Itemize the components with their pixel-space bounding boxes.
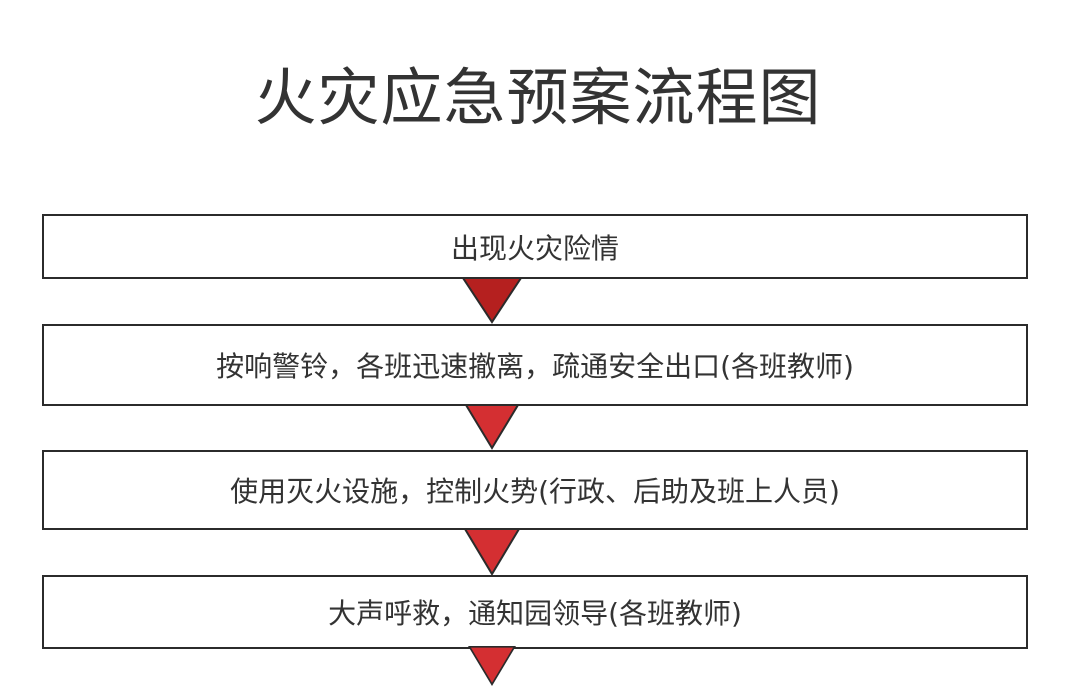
diagram-title: 火灾应急预案流程图	[254, 61, 822, 134]
down-arrow-icon-4	[468, 646, 516, 686]
step-box-1: 出现火灾险情	[42, 214, 1028, 279]
step-label-2: 按响警铃，各班迅速撤离，疏通安全出口(各班教师)	[216, 350, 854, 383]
down-arrow-icon-3	[463, 528, 521, 576]
down-arrow-icon-2	[464, 404, 520, 450]
step-box-2: 按响警铃，各班迅速撤离，疏通安全出口(各班教师)	[42, 324, 1028, 406]
step-box-4: 大声呼救，通知园领导(各班教师)	[42, 575, 1028, 649]
step-label-4: 大声呼救，通知园领导(各班教师)	[328, 597, 742, 630]
down-arrow-icon-1	[461, 277, 523, 324]
step-label-1: 出现火灾险情	[450, 231, 619, 265]
step-label-3: 使用灭火设施，控制火势(行政、后助及班上人员)	[230, 475, 840, 508]
step-box-3: 使用灭火设施，控制火势(行政、后助及班上人员)	[42, 450, 1028, 530]
